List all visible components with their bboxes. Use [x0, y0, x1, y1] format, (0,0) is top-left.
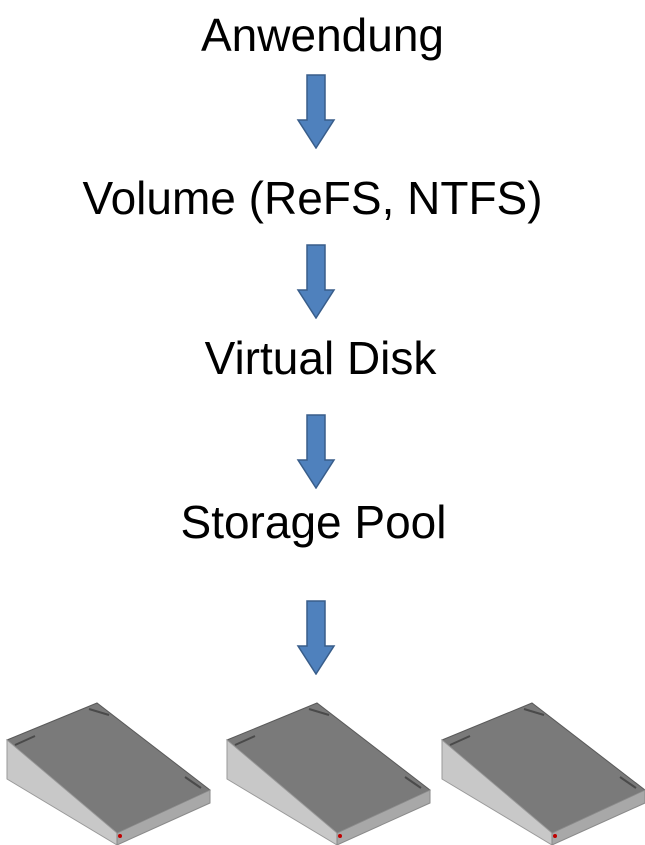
- layer-label-volume: Volume (ReFS, NTFS): [82, 172, 543, 224]
- layer-label-application: Anwendung: [201, 9, 444, 61]
- hard-disk-icon: [6, 702, 211, 845]
- down-arrow-icon: [296, 414, 336, 489]
- layer-label-storage-pool: Storage Pool: [180, 496, 447, 548]
- down-arrow-icon: [296, 600, 336, 675]
- hard-disk-icon: [226, 702, 431, 845]
- down-arrow-icon: [296, 74, 336, 149]
- down-arrow-icon: [296, 244, 336, 319]
- layer-label-virtual-disk: Virtual Disk: [204, 332, 437, 384]
- hard-disk-icon: [441, 702, 645, 845]
